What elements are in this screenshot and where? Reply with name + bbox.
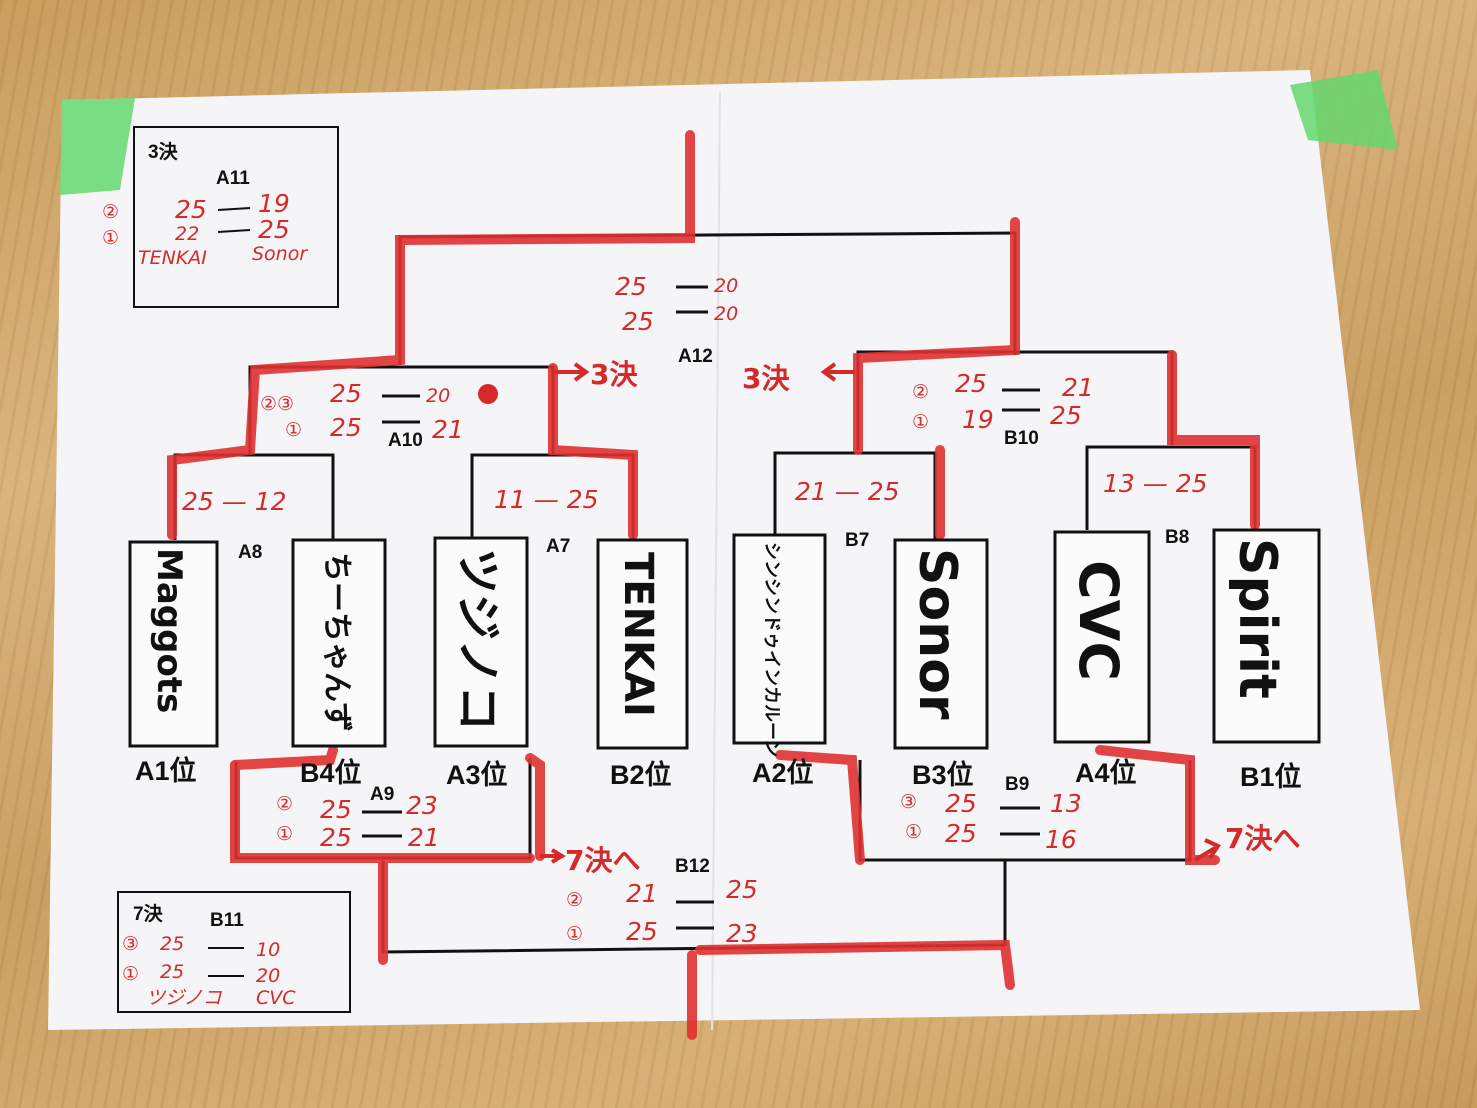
consolation-final-set2-left: 25 <box>626 917 658 946</box>
quarter-a7-score: 11 — 25 <box>494 485 599 514</box>
bracket-lines-red <box>167 130 1260 1040</box>
place-label-2: B4位 <box>300 757 362 788</box>
team-name-5: シンシンドゥインカルーン <box>761 542 782 757</box>
final-set1-right: 20 <box>714 275 738 297</box>
consolation-left-set2-left: 25 <box>320 823 352 852</box>
third-place-set1-left: 25 <box>175 195 207 224</box>
consolation-final-set2-right: 23 <box>726 919 758 948</box>
semi-right-set1-left: 25 <box>955 369 987 398</box>
seventh-place-box <box>117 891 351 1013</box>
final-match-id: A12 <box>678 346 713 367</box>
semi-right-set2-left: 19 <box>962 405 994 434</box>
seventh-place-right-team: CVC <box>256 987 296 1009</box>
consolation-left-arrow-note: 7決へ <box>565 844 640 877</box>
place-label-4: B2位 <box>610 759 672 790</box>
consolation-right-set1-right: 13 <box>1050 789 1082 818</box>
semi-right-match-id: B10 <box>1004 428 1039 449</box>
place-label-6: B3位 <box>912 759 974 790</box>
semi-left-set1-left: 25 <box>330 379 362 408</box>
consolation-left-set2-mark: ① <box>276 823 293 845</box>
third-place-set1-right: 19 <box>258 189 290 218</box>
consolation-final-set2-mark: ① <box>566 923 583 945</box>
consolation-left-set2-right: 21 <box>408 823 440 852</box>
third-place-right-team: Sonor <box>252 243 308 265</box>
third-place-left-team: TENKAI <box>138 247 207 269</box>
seventh-place-title: 7決 <box>133 903 164 925</box>
seventh-place-set1-right: 10 <box>256 939 280 961</box>
semi-left-arrow-note: 3決 <box>590 358 638 391</box>
third-place-set2-mark: ① <box>102 227 119 249</box>
consolation-left-set1-mark: ② <box>276 793 293 815</box>
consolation-final-set1-right: 25 <box>726 875 758 904</box>
consolation-right-arrow-note: 7決へ <box>1225 822 1300 855</box>
consolation-right-match-id: B9 <box>1005 774 1029 795</box>
team-name-6: Sonor <box>907 548 967 720</box>
tape-top-left <box>60 98 135 195</box>
quarter-a8-match-id: A8 <box>238 542 262 563</box>
third-place-box <box>133 126 339 308</box>
consolation-final-set1-mark: ② <box>566 889 583 911</box>
team-name-7: CVC <box>1067 560 1130 681</box>
tape-top-right <box>1290 70 1398 150</box>
consolation-left-set1-left: 25 <box>320 795 352 824</box>
final-set2-left: 25 <box>622 307 654 336</box>
seventh-place-set1-mark: ③ <box>122 933 139 955</box>
semi-left-set2-mark: ① <box>285 419 302 441</box>
consolation-right-set2-mark: ① <box>905 821 922 843</box>
quarter-b8-score: 13 — 25 <box>1103 469 1208 498</box>
place-label-7: A4位 <box>1075 757 1137 788</box>
seventh-place-match-id: B11 <box>210 910 244 931</box>
team-name-1: Maggots <box>149 548 189 713</box>
third-place-match-id: A11 <box>216 168 250 189</box>
place-label-5: A2位 <box>752 757 814 788</box>
semi-right-set1-right: 21 <box>1062 373 1094 402</box>
semi-right-set1-mark: ② <box>912 381 929 403</box>
consolation-right-set2-left: 25 <box>945 819 977 848</box>
place-label-8: B1位 <box>1240 761 1302 792</box>
team-name-4: TENKAI <box>615 552 661 717</box>
team-name-2: ちーちゃんず <box>319 552 354 732</box>
consolation-final-match-id: B12 <box>675 856 710 877</box>
consolation-left-set1-right: 23 <box>406 791 438 820</box>
quarter-a8-score: 25 — 12 <box>182 487 287 516</box>
seventh-place-set2-left: 25 <box>160 961 184 983</box>
team-name-8: Spirit <box>1227 538 1287 699</box>
third-place-set2-right: 25 <box>258 215 290 244</box>
consolation-right-set2-right: 16 <box>1045 825 1077 854</box>
quarter-b7-match-id: B7 <box>845 530 869 551</box>
semi-right-set2-mark: ① <box>912 411 929 433</box>
third-place-set2-left: 22 <box>175 223 199 245</box>
semi-right-set2-right: 25 <box>1050 401 1082 430</box>
semi-left-set2-right: 21 <box>432 415 464 444</box>
seventh-place-set2-right: 20 <box>256 965 280 987</box>
seventh-place-left-team: ツジノコ <box>146 987 223 1009</box>
quarter-b7-score: 21 — 25 <box>795 477 900 506</box>
team-name-3: ツジノコ <box>451 548 505 731</box>
team-boxes <box>128 528 1321 750</box>
third-place-title: 3決 <box>148 141 179 163</box>
quarter-b8-match-id: B8 <box>1165 527 1189 548</box>
semi-left-set2-left: 25 <box>330 413 362 442</box>
place-label-3: A3位 <box>446 759 508 790</box>
consolation-final-set1-left: 21 <box>626 879 658 908</box>
semi-left-set1-mark: ②③ <box>260 393 294 415</box>
quarter-a7-match-id: A7 <box>546 536 570 557</box>
seventh-place-set1-left: 25 <box>160 933 184 955</box>
semi-left-set1-right: 20 <box>426 385 450 407</box>
arrow-icons <box>540 362 1221 864</box>
final-set1-left: 25 <box>615 272 647 301</box>
third-place-set1-mark: ② <box>102 201 119 223</box>
semi-right-arrow-note: 3決 <box>742 362 790 395</box>
consolation-right-set1-mark: ③ <box>900 791 917 813</box>
semi-left-match-id: A10 <box>388 430 423 451</box>
consolation-right-set1-left: 25 <box>945 789 977 818</box>
consolation-left-match-id: A9 <box>370 784 394 805</box>
place-label-1: A1位 <box>135 755 197 786</box>
seventh-place-set2-mark: ① <box>122 963 139 985</box>
final-set2-right: 20 <box>714 303 738 325</box>
